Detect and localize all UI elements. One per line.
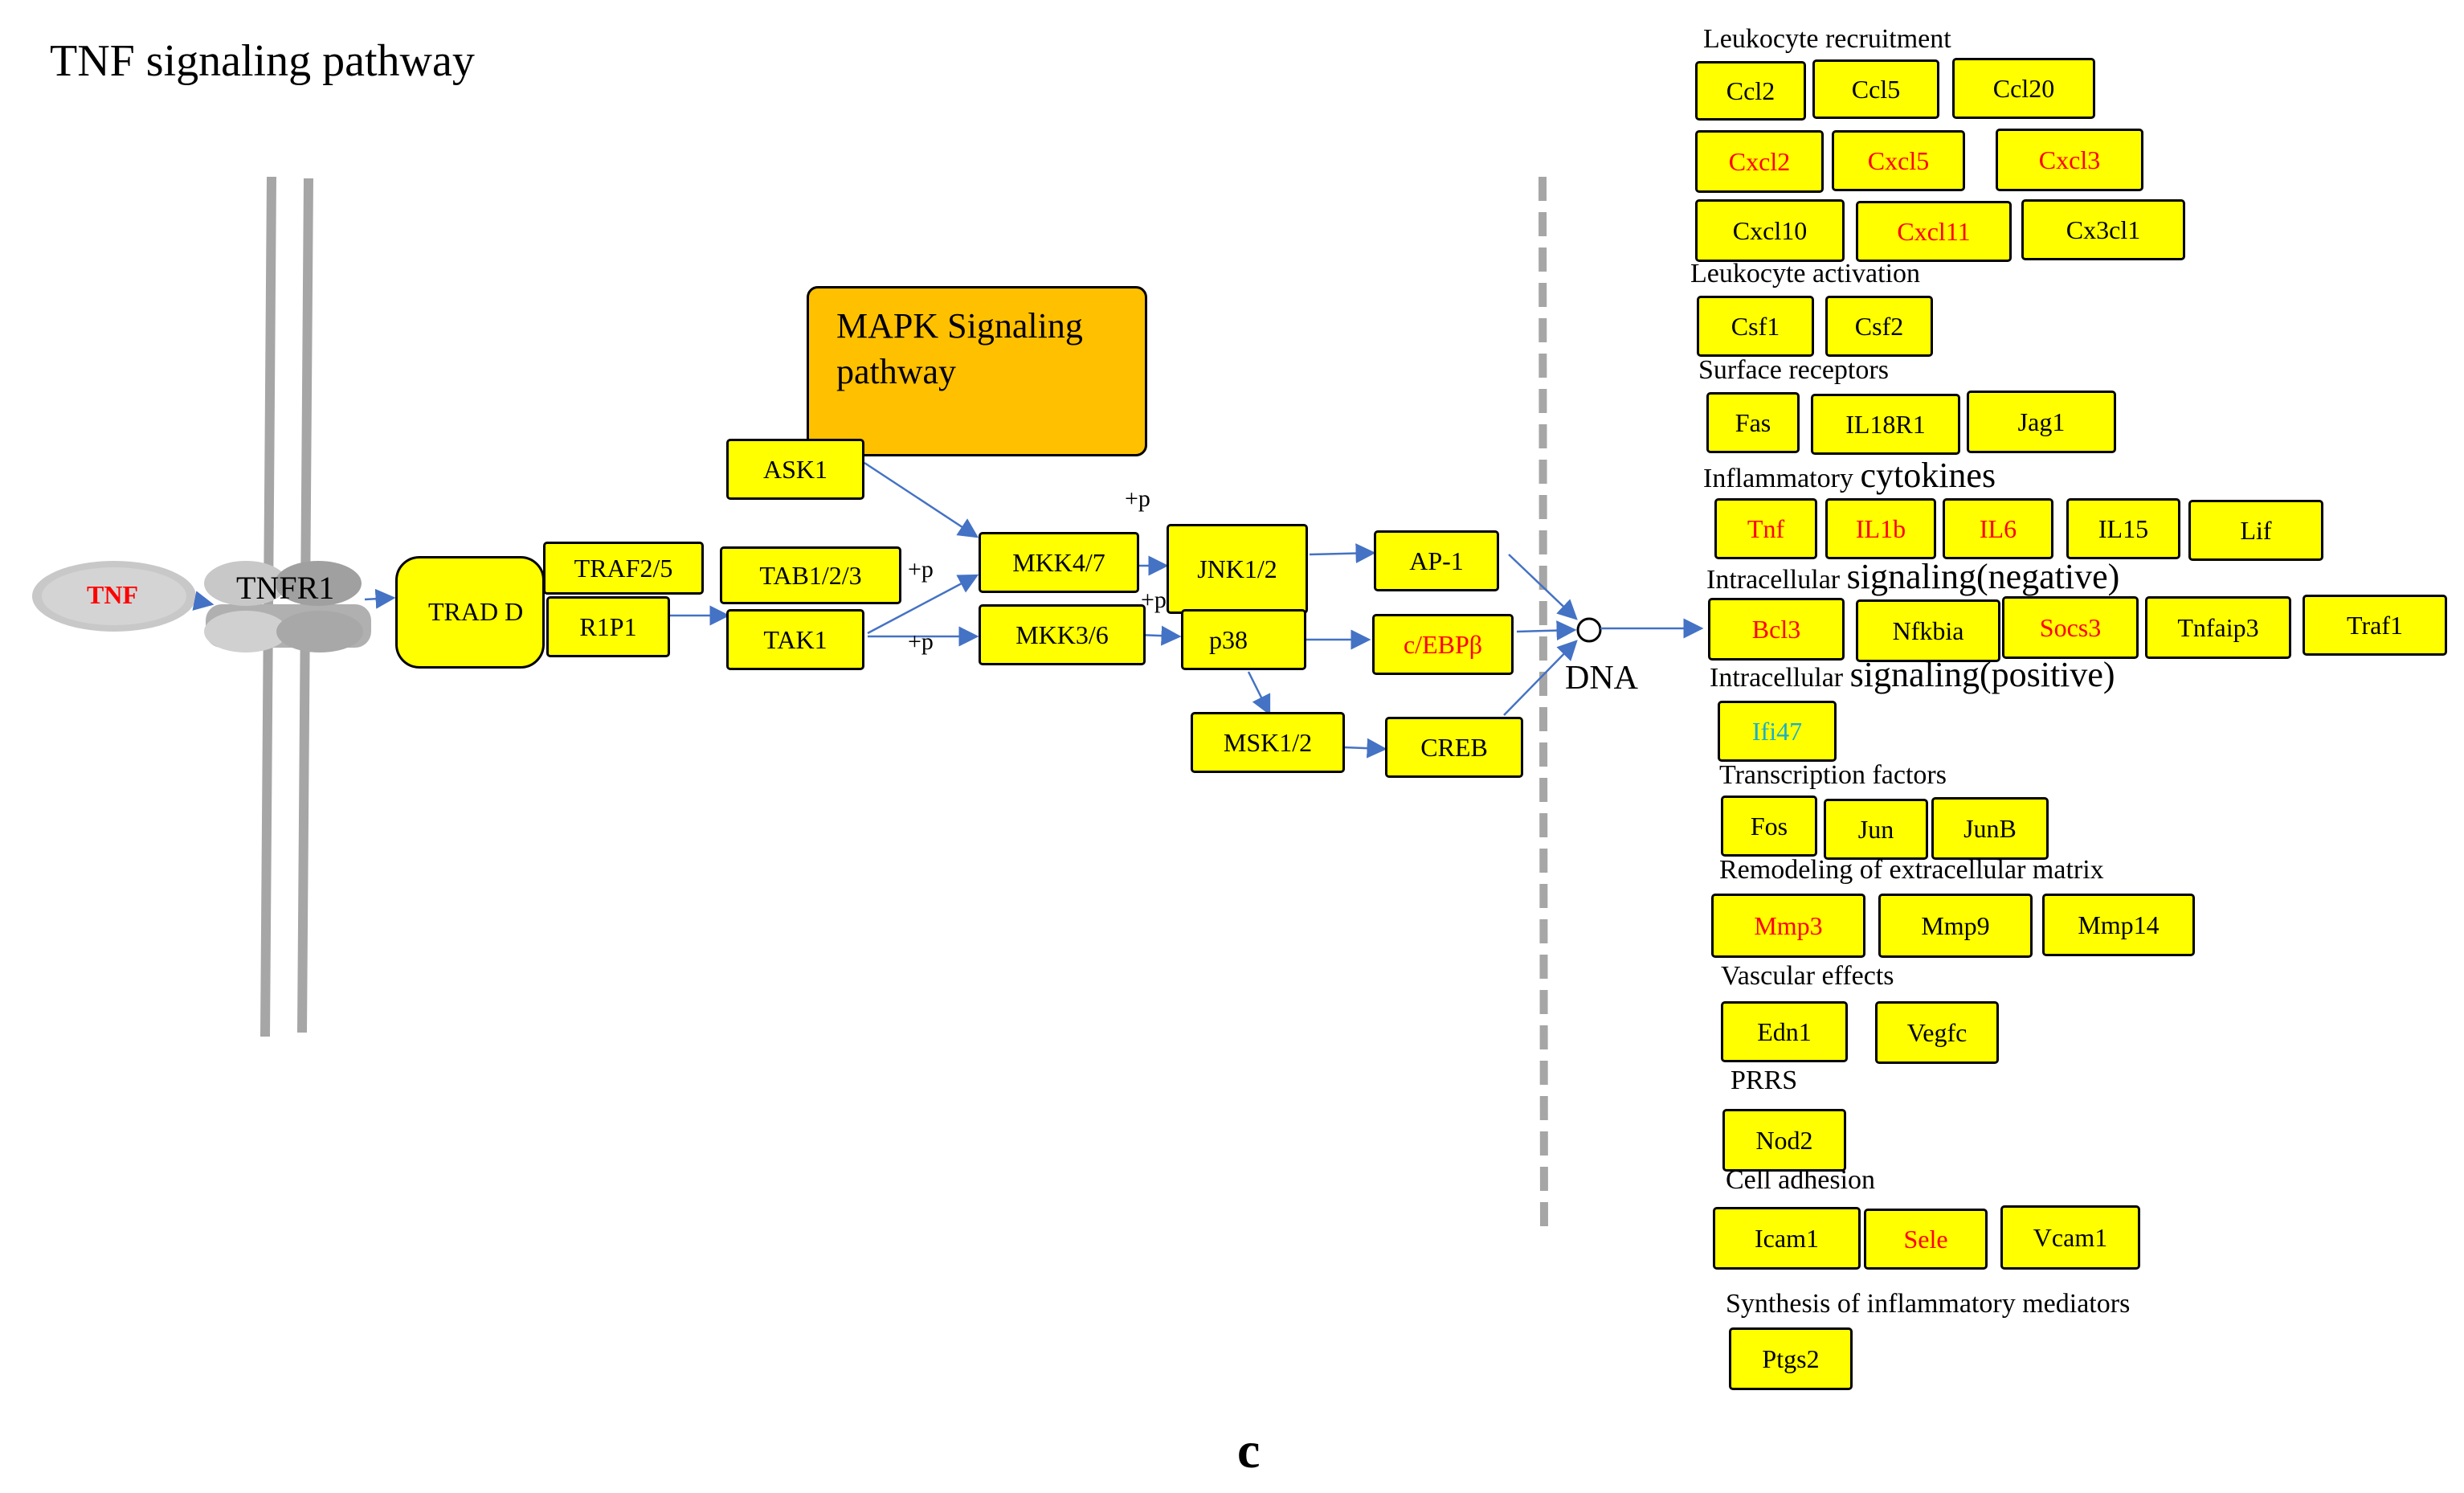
- gene-cxcl10[interactable]: Cxcl10: [1695, 199, 1845, 262]
- node-jnk12[interactable]: JNK1/2: [1167, 524, 1308, 614]
- gene-csf2[interactable]: Csf2: [1825, 296, 1933, 357]
- node-msk12[interactable]: MSK1/2: [1191, 712, 1345, 773]
- gene-cxcl11[interactable]: Cxcl11: [1856, 201, 2012, 262]
- gene-vcam1[interactable]: Vcam1: [2000, 1205, 2140, 1270]
- gene-mmp3[interactable]: Mmp3: [1711, 894, 1865, 958]
- gene-il18r1[interactable]: IL18R1: [1811, 394, 1960, 455]
- group-label-remodeling-extracellular-matrix: Remodeling of extracellular matrix: [1719, 855, 2104, 885]
- gene-jun[interactable]: Jun: [1824, 799, 1928, 860]
- group-label-vascular-effects: Vascular effects: [1721, 961, 1894, 991]
- gene-ccl5[interactable]: Ccl5: [1812, 59, 1939, 119]
- group-label-leukocyte-activation: Leukocyte activation: [1690, 259, 1921, 288]
- group-label-inflammatory-cytokines: Inflammatory cytokines: [1703, 456, 1996, 495]
- gene-csf1[interactable]: Csf1: [1697, 296, 1814, 357]
- gene-nfkbia[interactable]: Nfkbia: [1856, 599, 2000, 662]
- gene-tnfaip3[interactable]: Tnfaip3: [2145, 596, 2291, 659]
- gene-il6[interactable]: IL6: [1943, 498, 2053, 559]
- nuclear-membrane: [1538, 176, 1548, 1238]
- gene-socs3[interactable]: Socs3: [2002, 596, 2139, 659]
- gene-traf1[interactable]: Traf1: [2303, 595, 2447, 656]
- group-label-synthesis-inflammatory-mediators: Synthesis of inflammatory mediators: [1726, 1289, 2131, 1319]
- gene-ccl20[interactable]: Ccl20: [1952, 58, 2095, 119]
- group-label-intracellular-signaling-negative: Intracellular signaling(negative): [1706, 557, 2120, 596]
- phospho-label-tak1-mkk47: +p: [908, 556, 934, 583]
- phospho-label-mkk36-p38: +p: [1141, 587, 1167, 613]
- gene-icam1[interactable]: Icam1: [1713, 1207, 1861, 1270]
- node-tradd[interactable]: TRAD D: [395, 556, 545, 669]
- gene-nod2[interactable]: Nod2: [1722, 1109, 1846, 1172]
- node-mkk36[interactable]: MKK3/6: [979, 604, 1146, 665]
- node-ask1[interactable]: ASK1: [726, 439, 864, 500]
- pathway-arrows: [192, 461, 1704, 759]
- group-label-leukocyte-recruitment: Leukocyte recruitment: [1703, 24, 1951, 54]
- group-label-cell-adhesion: Cell adhesion: [1726, 1165, 1876, 1195]
- dna-node: [1576, 617, 1602, 643]
- phospho-label-mkk47: +p: [1125, 485, 1150, 512]
- gene-bcl3[interactable]: Bcl3: [1708, 598, 1845, 661]
- node-rip1[interactable]: R1P1: [546, 596, 670, 657]
- gene-mmp14[interactable]: Mmp14: [2042, 894, 2195, 956]
- node-p38[interactable]: p38: [1181, 609, 1306, 670]
- gene-cxcl5[interactable]: Cxcl5: [1832, 130, 1965, 191]
- gene-sele[interactable]: Sele: [1864, 1209, 1988, 1270]
- node-cebpb[interactable]: c/EBPβ: [1372, 614, 1514, 675]
- group-label-intracellular-signaling-positive: Intracellular signaling(positive): [1710, 655, 2115, 694]
- dna-label: DNA: [1565, 660, 1638, 697]
- gene-il1b[interactable]: IL1b: [1825, 498, 1936, 559]
- group-label-prrs: PRRS: [1731, 1066, 1798, 1095]
- group-label-transcription-factors: Transcription factors: [1719, 760, 1947, 790]
- gene-fas[interactable]: Fas: [1706, 392, 1800, 453]
- node-mkk47[interactable]: MKK4/7: [979, 532, 1139, 593]
- gene-vegfc[interactable]: Vegfc: [1875, 1001, 1999, 1064]
- gene-junb[interactable]: JunB: [1931, 797, 2049, 860]
- node-tak1[interactable]: TAK1: [726, 609, 864, 670]
- gene-ifi47[interactable]: Ifi47: [1718, 701, 1837, 762]
- tnfr1-receptor-label: TNFR1: [236, 570, 335, 606]
- panel-label: c: [1237, 1421, 1261, 1479]
- gene-tnf[interactable]: Tnf: [1714, 498, 1817, 559]
- group-label-surface-receptors: Surface receptors: [1698, 355, 1889, 385]
- gene-mmp9[interactable]: Mmp9: [1878, 894, 2033, 958]
- gene-ptgs2[interactable]: Ptgs2: [1729, 1327, 1853, 1390]
- tnfr1-receptor-shape: [204, 561, 371, 652]
- gene-il15[interactable]: IL15: [2066, 498, 2180, 559]
- node-ap1[interactable]: AP-1: [1374, 530, 1499, 591]
- mapk-signaling-pathway-box[interactable]: MAPK Signaling pathway: [807, 286, 1147, 456]
- gene-ccl2[interactable]: Ccl2: [1695, 61, 1806, 121]
- gene-fos[interactable]: Fos: [1721, 796, 1817, 857]
- gene-cx3cl1[interactable]: Cx3cl1: [2021, 199, 2185, 260]
- gene-cxcl3[interactable]: Cxcl3: [1996, 129, 2143, 191]
- gene-jag1[interactable]: Jag1: [1967, 391, 2116, 453]
- phospho-label-tak1-mkk36: +p: [908, 628, 934, 655]
- gene-cxcl2[interactable]: Cxcl2: [1695, 130, 1824, 193]
- tnf-ligand-label: TNF: [87, 580, 138, 609]
- node-creb[interactable]: CREB: [1385, 717, 1523, 778]
- node-traf25[interactable]: TRAF2/5: [543, 542, 704, 595]
- page-title: TNF signaling pathway: [50, 36, 475, 86]
- node-tab123[interactable]: TAB1/2/3: [720, 546, 901, 604]
- gene-edn1[interactable]: Edn1: [1721, 1001, 1848, 1062]
- gene-lif[interactable]: Lif: [2188, 500, 2323, 561]
